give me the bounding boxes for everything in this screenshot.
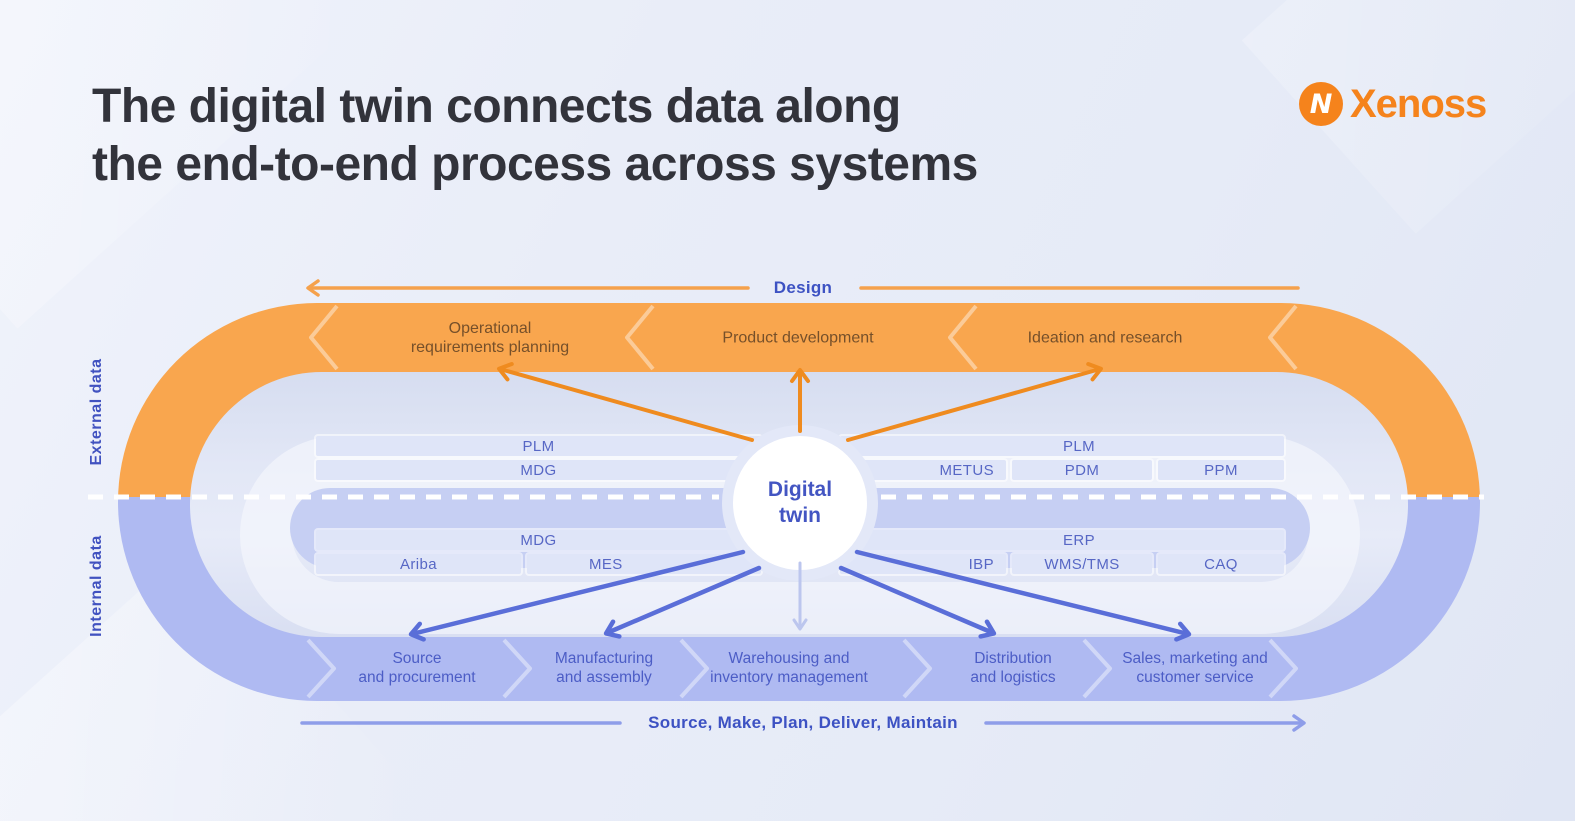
logo-text: Xenoss — [1350, 81, 1487, 126]
system-bar-ariba: Ariba — [316, 554, 521, 574]
design-segment-product-development: Product development — [722, 329, 874, 347]
external-data-label: External data — [88, 358, 105, 466]
design-flow-label: Design — [773, 278, 833, 297]
system-bar-caq: CAQ — [1158, 554, 1284, 574]
supply-segment-manufacturing-and-assembly: Manufacturing and assembly — [554, 650, 654, 686]
supply-flow-label: Source, Make, Plan, Deliver, Maintain — [648, 713, 958, 732]
system-bar-plm-left: PLM — [316, 436, 761, 456]
page-title: The digital twin connects data along the… — [92, 78, 978, 194]
supply-segment-source-and-procurement: Source and procurement — [358, 650, 476, 686]
supply-segment-sales-marketing-customer-service: Sales, marketing and customer service — [1122, 650, 1268, 686]
system-bar-pdm: PDM — [1012, 460, 1152, 480]
design-segment-operational-requirements-planning: Operational requirements planning — [410, 320, 570, 356]
xenoss-logo-icon: N — [1299, 82, 1343, 126]
internal-data-label: Internal data — [88, 535, 105, 637]
supply-segment-distribution-and-logistics: Distribution and logistics — [970, 650, 1056, 686]
system-bar-mes: MES — [527, 554, 761, 574]
system-bar-mdg-external: MDG — [316, 460, 761, 480]
system-bar-erp: ERP — [840, 530, 1284, 550]
digital-twin-node: Digital twin — [733, 436, 867, 570]
system-bar-plm-right: PLM — [840, 436, 1284, 456]
page-title-line1: The digital twin connects data along — [92, 80, 901, 133]
supply-segment-warehousing-and-inventory-management: Warehousing and inventory management — [710, 650, 868, 686]
system-bar-ibp: IBP — [840, 554, 1006, 574]
system-bar-wms-tms: WMS/TMS — [1012, 554, 1152, 574]
system-bar-metus: METUS — [840, 460, 1006, 480]
page-title-line2: the end-to-end process across systems — [92, 138, 978, 191]
design-segment-ideation-and-research: Ideation and research — [1027, 329, 1183, 347]
digital-twin-node-ring: Digital twin — [722, 425, 878, 581]
system-bar-ppm: PPM — [1158, 460, 1284, 480]
system-bar-mdg-internal: MDG — [316, 530, 761, 550]
logo-mark-letter: N — [1310, 89, 1333, 120]
xenoss-logo: N Xenoss — [1297, 80, 1487, 128]
